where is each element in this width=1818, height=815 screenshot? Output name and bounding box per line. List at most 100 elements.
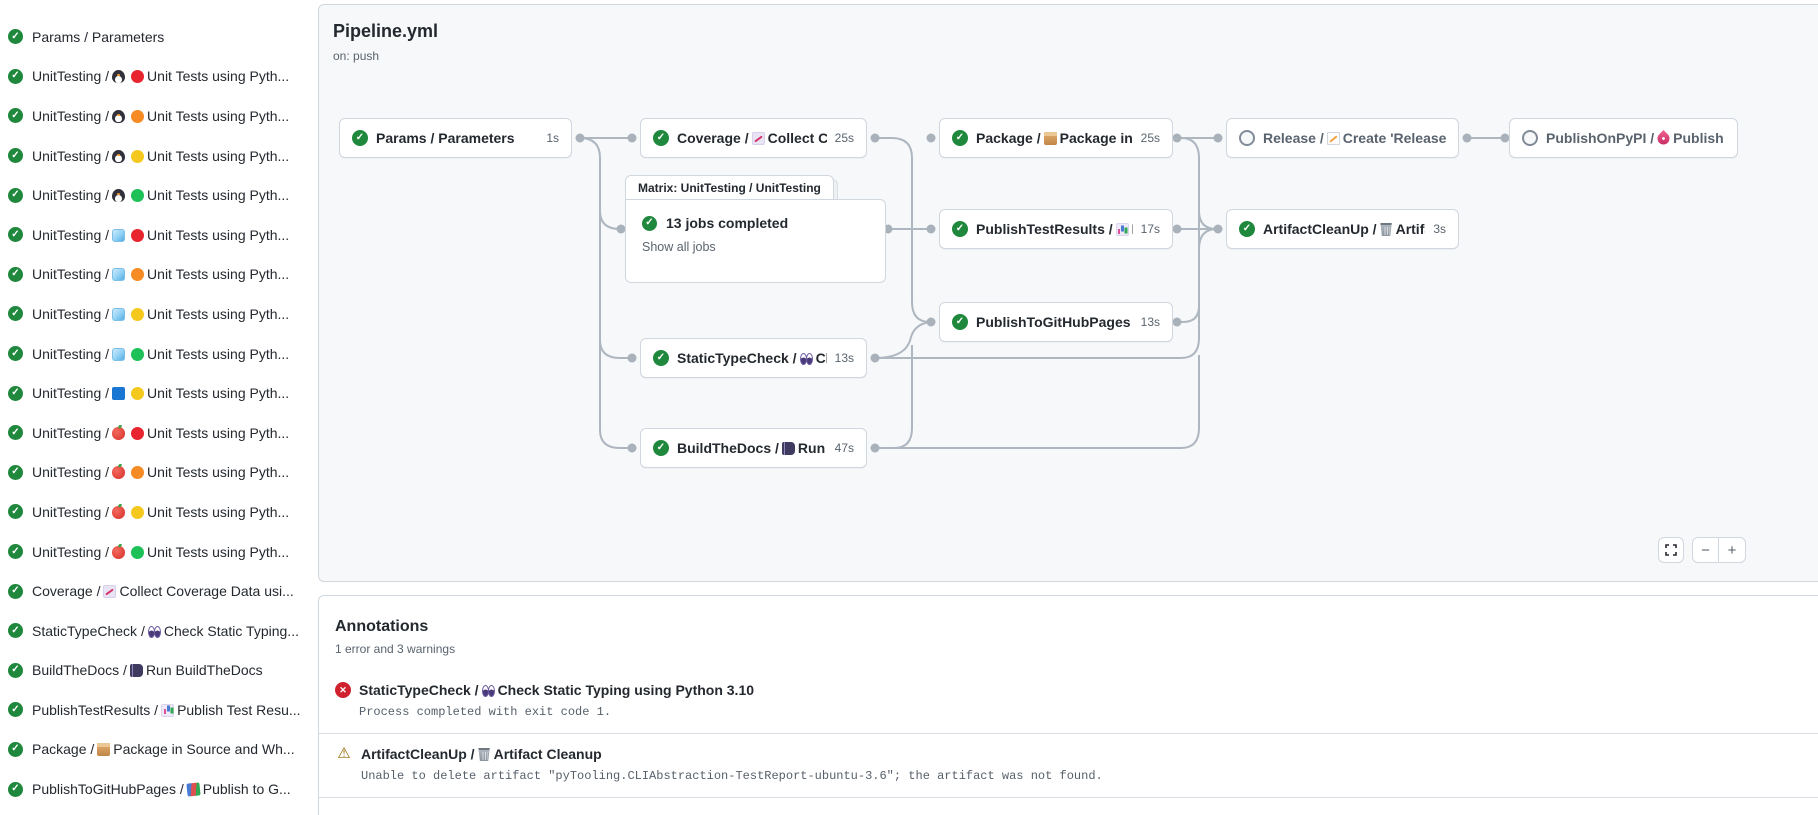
bar-chart-icon xyxy=(1115,223,1129,236)
ice-icon xyxy=(112,228,126,242)
zoom-in-button[interactable]: + xyxy=(1727,541,1737,559)
zoom-out-button[interactable]: − xyxy=(1693,538,1719,562)
node-duration: 17s xyxy=(1140,222,1160,236)
sidebar-job-item[interactable]: Params / Parameters xyxy=(0,17,318,57)
annotation-warning-row[interactable]: ArtifactCleanUp /Artifact Cleanup Unable… xyxy=(319,733,1818,798)
annotation-job-title: StaticTypeCheck /Check Static Typing usi… xyxy=(359,682,755,698)
sidebar-job-item[interactable]: UnitTesting /Unit Tests using Pyth... xyxy=(0,532,318,572)
sidebar-job-label: UnitTesting /Unit Tests using Pyth... xyxy=(32,68,290,85)
node-label: PublishOnPyPI /Publish to ... xyxy=(1546,130,1725,146)
sidebar-job-item[interactable]: PublishTestResults /Publish Test Resu... xyxy=(0,690,318,730)
sidebar-job-label: UnitTesting /Unit Tests using Pyth... xyxy=(32,226,290,243)
dot-yellow-icon xyxy=(131,387,145,401)
sidebar-job-label: UnitTesting /Unit Tests using Pyth... xyxy=(32,107,290,124)
sidebar-job-item[interactable]: UnitTesting /Unit Tests using Pyth... xyxy=(0,294,318,334)
success-icon xyxy=(8,148,23,164)
sidebar-job-item[interactable]: UnitTesting /Unit Tests using Pyth... xyxy=(0,57,318,97)
success-icon xyxy=(8,741,23,757)
skipped-icon xyxy=(1239,130,1255,146)
node-release[interactable]: Release /Create 'Release P... xyxy=(1226,118,1459,158)
sidebar-job-item[interactable]: Coverage /Collect Coverage Data usi... xyxy=(0,571,318,611)
job-list: Params / Parameters UnitTesting /Unit Te… xyxy=(0,17,318,809)
sidebar-job-item[interactable]: UnitTesting /Unit Tests using Pyth... xyxy=(0,215,318,255)
node-static-type-check[interactable]: StaticTypeCheck /Chec... 13s xyxy=(640,338,867,378)
node-coverage[interactable]: Coverage /Collect Cove... 25s xyxy=(640,118,867,158)
node-duration: 3s xyxy=(1433,222,1446,236)
node-label: Params / Parameters xyxy=(376,130,515,146)
warning-icon xyxy=(335,746,353,783)
annotations-title: Annotations xyxy=(335,618,429,635)
sidebar-job-item[interactable]: UnitTesting /Unit Tests using Pyth... xyxy=(0,373,318,413)
sidebar-job-item[interactable]: Package /Package in Source and Wh... xyxy=(0,730,318,770)
penguin-icon xyxy=(112,149,126,163)
sidebar-job-item[interactable]: UnitTesting /Unit Tests using Pyth... xyxy=(0,453,318,493)
bluesq-icon xyxy=(112,387,126,401)
success-icon xyxy=(8,544,23,560)
dot-red-icon xyxy=(131,70,145,84)
sidebar-job-item[interactable]: StaticTypeCheck /Check Static Typing... xyxy=(0,611,318,651)
sidebar-job-item[interactable]: PublishToGitHubPages /Publish to G... xyxy=(0,769,318,809)
dot-yellow-icon xyxy=(131,307,145,321)
sidebar-job-item[interactable]: UnitTesting /Unit Tests using Pyth... xyxy=(0,136,318,176)
sidebar-job-label: PublishToGitHubPages /Publish to G... xyxy=(32,781,291,798)
matrix-summary: 13 jobs completed xyxy=(666,215,789,231)
package-icon xyxy=(1043,132,1057,145)
sidebar-job-label: Package /Package in Source and Wh... xyxy=(32,741,295,758)
bar-chart-icon xyxy=(161,703,175,717)
package-icon xyxy=(97,743,111,757)
success-icon xyxy=(8,68,23,84)
sidebar-job-item[interactable]: UnitTesting /Unit Tests using Pyth... xyxy=(0,96,318,136)
sidebar-job-item[interactable]: BuildTheDocs /Run BuildTheDocs xyxy=(0,651,318,691)
node-duration: 13s xyxy=(1140,315,1160,329)
sidebar-job-label: Params / Parameters xyxy=(32,28,165,45)
matrix-group[interactable]: 13 jobs completed Show all jobs xyxy=(625,199,886,283)
annotation-error-row[interactable]: StaticTypeCheck /Check Static Typing usi… xyxy=(319,670,1818,733)
success-icon xyxy=(8,266,23,282)
node-duration: 25s xyxy=(834,131,854,145)
ice-icon xyxy=(112,268,126,282)
workflow-trigger: on: push xyxy=(333,49,380,63)
node-label: PublishTestResults /Pu... xyxy=(976,221,1133,237)
sidebar-job-label: UnitTesting /Unit Tests using Pyth... xyxy=(32,503,290,520)
sidebar-job-item[interactable]: UnitTesting /Unit Tests using Pyth... xyxy=(0,175,318,215)
job-sidebar: Params / Parameters UnitTesting /Unit Te… xyxy=(0,0,318,815)
dot-green-icon xyxy=(131,347,145,361)
sidebar-job-item[interactable]: UnitTesting /Unit Tests using Pyth... xyxy=(0,492,318,532)
fullscreen-button[interactable] xyxy=(1658,537,1684,563)
node-publish-test-results[interactable]: PublishTestResults /Pu... 17s xyxy=(939,209,1173,249)
dot-orange-icon xyxy=(131,109,145,123)
annotation-message: Process completed with exit code 1. xyxy=(359,705,612,719)
node-duration: 13s xyxy=(834,351,854,365)
node-publish-on-pypi[interactable]: PublishOnPyPI /Publish to ... xyxy=(1509,118,1738,158)
eyes-icon xyxy=(799,352,813,365)
annotation-message: Unable to delete artifact "pyTooling.CLI… xyxy=(361,769,1103,783)
success-icon xyxy=(8,464,23,480)
dot-orange-icon xyxy=(131,268,145,282)
zoom-control: − + xyxy=(1692,537,1746,563)
success-icon xyxy=(1239,221,1255,237)
node-build-the-docs[interactable]: BuildTheDocs /Run Buil... 47s xyxy=(640,428,867,468)
success-icon xyxy=(8,702,23,718)
node-package[interactable]: Package /Package in So... 25s xyxy=(939,118,1173,158)
memo-icon xyxy=(1326,132,1340,145)
sidebar-job-item[interactable]: UnitTesting /Unit Tests using Pyth... xyxy=(0,334,318,374)
ice-icon xyxy=(112,347,126,361)
graph-edges xyxy=(575,133,1510,453)
node-publish-to-github-pages[interactable]: PublishToGitHubPages /... 13s xyxy=(939,302,1173,342)
show-all-jobs-link[interactable]: Show all jobs xyxy=(642,240,716,254)
apple-icon xyxy=(112,466,126,480)
sidebar-job-label: UnitTesting /Unit Tests using Pyth... xyxy=(32,345,290,362)
penguin-icon xyxy=(112,70,126,84)
sidebar-job-item[interactable]: UnitTesting /Unit Tests using Pyth... xyxy=(0,413,318,453)
node-params[interactable]: Params / Parameters 1s xyxy=(339,118,572,158)
node-artifact-cleanup[interactable]: ArtifactCleanUp /Artifac... 3s xyxy=(1226,209,1459,249)
sidebar-job-label: StaticTypeCheck /Check Static Typing... xyxy=(32,622,299,639)
success-icon xyxy=(8,425,23,441)
sidebar-job-label: UnitTesting /Unit Tests using Pyth... xyxy=(32,464,290,481)
matrix-tab: Matrix: UnitTesting / UnitTesting xyxy=(625,175,834,199)
node-label: Release /Create 'Release P... xyxy=(1263,130,1446,146)
sidebar-job-item[interactable]: UnitTesting /Unit Tests using Pyth... xyxy=(0,255,318,295)
success-icon xyxy=(653,350,669,366)
annotation-job-title: ArtifactCleanUp /Artifact Cleanup xyxy=(361,746,602,762)
success-icon xyxy=(8,662,23,678)
